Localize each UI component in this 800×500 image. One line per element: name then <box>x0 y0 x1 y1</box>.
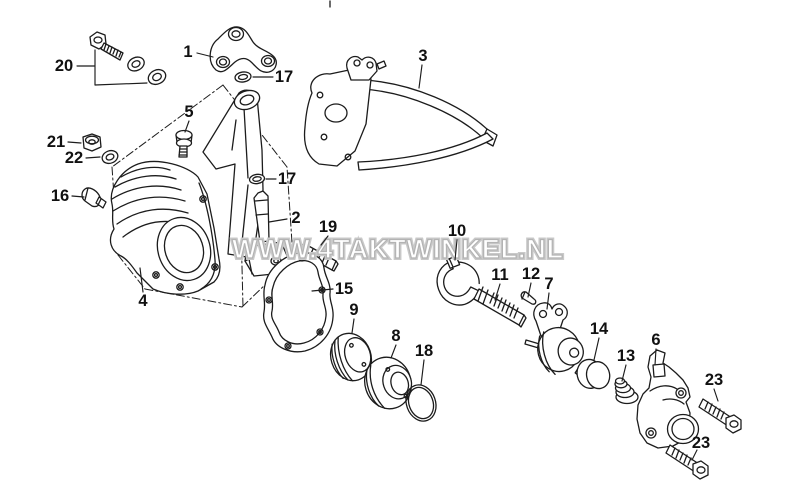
part-label-10: 10 <box>448 222 466 240</box>
part-label-19: 19 <box>319 218 337 236</box>
leader-line-part-14 <box>593 337 600 361</box>
watermark-halo: WWW.4TAKTWINKEL.NL <box>232 234 564 264</box>
part-20-drawing <box>89 31 167 86</box>
part-label-5: 5 <box>184 103 193 121</box>
part-13-drawing <box>614 377 639 405</box>
part-22-drawing <box>101 149 119 165</box>
part-label-11: 11 <box>491 266 508 284</box>
part-8-drawing <box>364 356 413 410</box>
part-label-16: 16 <box>51 187 69 205</box>
part-9-drawing <box>329 332 373 382</box>
part-14-drawing <box>574 358 611 390</box>
leader-line-part-9 <box>351 318 355 334</box>
part-label-17: 17 <box>275 68 293 86</box>
watermark-text: WWW.4TAKTWINKEL.NL <box>232 234 564 264</box>
leader-line-part-3 <box>418 64 423 89</box>
leader-line-part-11 <box>494 283 501 301</box>
part-label-3: 3 <box>418 47 427 65</box>
leader-line-part-21 <box>67 141 82 144</box>
leader-line-part-16 <box>71 195 85 198</box>
part-label-18: 18 <box>415 342 433 360</box>
part-3-drawing <box>303 55 498 171</box>
leader-line-part-12 <box>527 282 532 298</box>
part-label-22: 22 <box>65 149 83 167</box>
leader-line-part-6 <box>654 348 657 366</box>
part-16-drawing <box>81 187 107 209</box>
part-label-23: 23 <box>692 434 710 452</box>
part-label-6: 6 <box>651 331 660 349</box>
part-label-20: 20 <box>55 57 73 75</box>
part-label-1: 1 <box>183 43 192 61</box>
leader-line-part-15 <box>311 288 334 292</box>
part-23-bolt-top <box>698 398 742 434</box>
part-label-14: 14 <box>590 320 609 338</box>
leader-line-part-18 <box>420 359 425 386</box>
part-label-8: 8 <box>391 327 400 345</box>
part-11-drawing <box>473 286 527 328</box>
part-label-13: 13 <box>617 347 635 365</box>
part-label-7: 7 <box>544 275 553 293</box>
leader-line-part-22 <box>85 156 101 159</box>
part-21-drawing <box>82 133 102 152</box>
part-label-23: 23 <box>705 371 723 389</box>
part-5-drawing <box>175 129 193 158</box>
leader-line-part-13 <box>621 364 627 382</box>
part-label-21: 21 <box>47 133 65 151</box>
leader-line-part-19 <box>320 235 329 246</box>
part-label-2: 2 <box>291 209 300 227</box>
leader-line-part-1 <box>196 52 214 58</box>
part-17-oring-top <box>234 71 252 83</box>
leader-line-part-2 <box>268 218 288 223</box>
leader-line-part-20 <box>94 82 148 86</box>
part-10-drawing <box>436 255 480 306</box>
part-7-drawing <box>524 302 584 376</box>
leader-line-part-23 <box>713 388 719 402</box>
part-label-4: 4 <box>138 292 148 310</box>
part-4-drawing <box>109 89 264 295</box>
watermark: WWW.4TAKTWINKEL.NL WWW.4TAKTWINKEL.NL <box>230 232 565 266</box>
leader-line-part-7 <box>546 292 550 310</box>
leader-line-part-23 <box>691 449 698 461</box>
part-15-drawing <box>262 252 334 353</box>
part-17-oring-bottom <box>248 173 266 185</box>
leader-line-part-10 <box>454 239 458 261</box>
part-23-bolt-bottom <box>665 444 709 480</box>
part-6-drawing <box>636 349 700 449</box>
part-label-12: 12 <box>522 265 540 283</box>
part-label-15: 15 <box>335 280 353 298</box>
part-label-9: 9 <box>349 301 358 319</box>
leader-line-part-8 <box>390 344 397 359</box>
part-12-drawing <box>520 291 537 305</box>
leader-line-part-4 <box>139 267 144 293</box>
part-label-17: 17 <box>278 170 296 188</box>
leader-line-part-5 <box>184 120 190 133</box>
part-18-drawing <box>405 384 437 422</box>
part-1-drawing <box>209 26 277 73</box>
